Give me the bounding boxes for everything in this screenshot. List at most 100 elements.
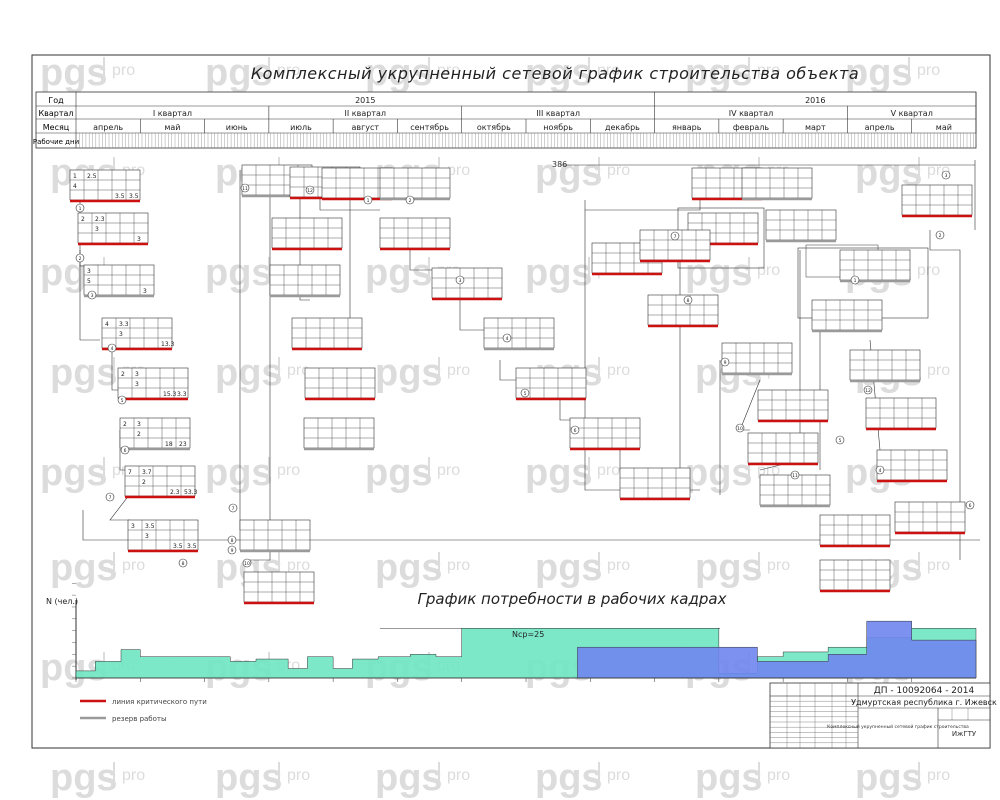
event-number: 2 [79, 256, 82, 262]
task-card [721, 342, 793, 376]
watermark-text: pgs [695, 547, 763, 589]
event-node [75, 203, 85, 213]
quarter-label: II квартал [345, 109, 386, 118]
task-card [379, 217, 451, 251]
task-card-value: 2.5 [87, 173, 97, 180]
task-card-frame [117, 367, 189, 399]
stamp-doc-code: ДП - 10092064 - 2014 [874, 686, 975, 696]
task-card [243, 571, 315, 605]
event-node [107, 343, 117, 353]
task-card [303, 417, 375, 451]
event-number: 7 [232, 506, 235, 512]
event-number: 2 [939, 233, 942, 239]
task-card [849, 349, 921, 383]
watermark-text: pro [437, 62, 460, 79]
watermark-text: pgs [525, 452, 593, 494]
legend: линия критического пути резерв работы [80, 698, 207, 723]
task-card [819, 559, 891, 593]
connector-line [619, 450, 630, 471]
row-label-quarter: Квартал [38, 109, 73, 118]
row-label-workdays: Рабочие дни [33, 138, 79, 146]
task-card-value: 2 [137, 431, 141, 438]
watermark-text: pro [767, 767, 790, 784]
watermark-text: pgs [375, 352, 443, 394]
resource-y-label: N (чел.) [46, 597, 78, 606]
watermark-text: pro [607, 557, 630, 574]
task-card-frame [303, 417, 375, 449]
watermark-text: pgs [215, 352, 283, 394]
connector-line [499, 360, 520, 381]
event-node [75, 253, 85, 263]
event-number: 1 [367, 198, 370, 204]
task-card-value: 3.3 [177, 391, 187, 398]
watermark-text: pro [767, 557, 790, 574]
event-node [570, 425, 580, 435]
watermark-text: pro [757, 62, 780, 79]
task-card [765, 209, 837, 243]
event-number: 8 [182, 561, 185, 567]
month-label: февраль [733, 123, 770, 132]
connector-line [929, 230, 961, 560]
watermark-text: pgs [535, 757, 603, 799]
event-node [178, 558, 188, 568]
watermark-text: pgs [525, 252, 593, 294]
task-card-frame [431, 267, 503, 299]
task-card [379, 167, 451, 201]
watermark-text: pgs [685, 52, 753, 94]
event-node [965, 500, 975, 510]
watermark-text: pro [447, 362, 470, 379]
watermark-text: pro [277, 62, 300, 79]
month-label: апрель [865, 123, 895, 132]
task-card [119, 417, 191, 451]
watermark-text: pro [757, 262, 780, 279]
task-card-value: 5 [87, 278, 91, 285]
event-number: 11 [792, 473, 798, 479]
watermark-text: pgs [50, 547, 118, 589]
task-card-value: 3 [135, 381, 139, 388]
task-card-frame [876, 449, 948, 481]
connector-line [82, 510, 980, 541]
task-card [894, 501, 966, 535]
month-label: август [351, 123, 379, 132]
task-card [839, 249, 911, 283]
watermark-text: pro [122, 767, 145, 784]
watermark-text: pro [277, 462, 300, 479]
task-card-frame [304, 367, 376, 399]
event-number: 7 [674, 234, 677, 240]
task-card-frame [647, 294, 719, 326]
watermark-text: pgs [205, 452, 273, 494]
quarter-label: I квартал [153, 109, 192, 118]
month-label: май [164, 123, 180, 132]
resource-chart-title: График потребности в рабочих кадрах [418, 590, 727, 608]
event-node [363, 195, 373, 205]
watermark-text: pro [917, 262, 940, 279]
watermark-text: pgs [50, 757, 118, 799]
watermark-text: pro [287, 767, 310, 784]
task-card [819, 514, 891, 548]
task-card-value: 3.3 [119, 321, 129, 328]
watermark-text: pgs [365, 252, 433, 294]
month-label: май [936, 123, 952, 132]
watermark-text: pro [597, 62, 620, 79]
watermark-text: pro [927, 362, 950, 379]
task-card-frame [901, 184, 973, 216]
task-card-frame [291, 317, 363, 349]
task-card [431, 267, 503, 301]
watermark-text: pgs [205, 252, 273, 294]
task-card-value: 3.5 [173, 543, 183, 550]
watermark-text: pgs [845, 52, 913, 94]
event-number: 9 [231, 548, 234, 554]
legend-label-reserve: резерв работы [112, 715, 167, 723]
task-card-value: 3 [95, 226, 99, 233]
task-card-value: 3.5 [129, 193, 139, 200]
task-card-frame [741, 167, 813, 199]
watermark-text: pgs [525, 52, 593, 94]
event-number: 6 [969, 503, 972, 509]
watermark-text: pro [927, 767, 950, 784]
task-card [77, 212, 149, 246]
event-node [120, 445, 130, 455]
event-number: 4 [111, 346, 114, 352]
task-card-frame [243, 571, 315, 603]
task-card [569, 417, 641, 451]
